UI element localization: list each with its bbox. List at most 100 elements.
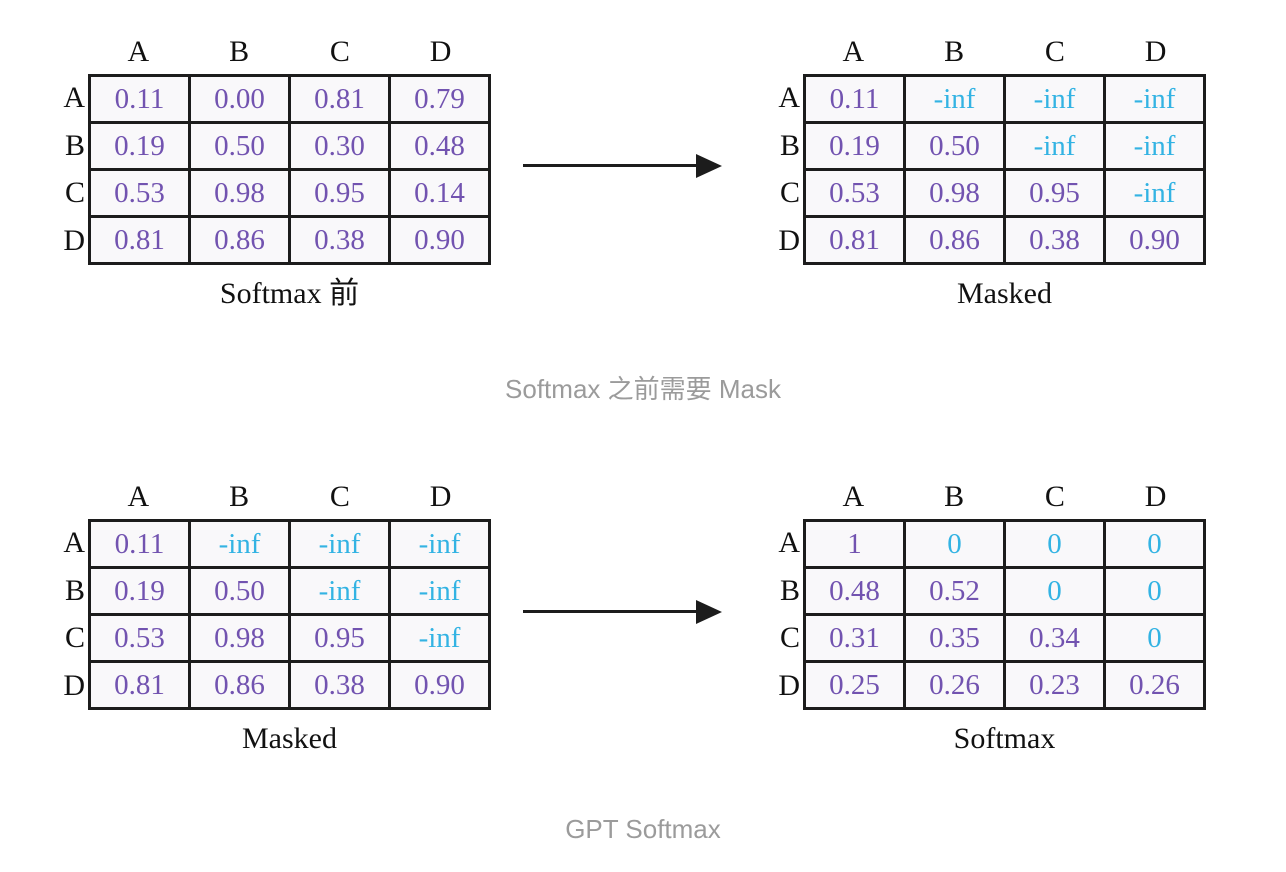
column-header-label: A xyxy=(842,480,865,513)
matrix-cell: 0.11 xyxy=(88,519,191,569)
matrix-cell: 0.86 xyxy=(188,215,291,265)
row-header-label: D xyxy=(778,224,800,258)
column-header-label: C xyxy=(1044,35,1065,68)
matrix-row: 0.11-inf-inf-inf xyxy=(88,519,491,569)
matrix-cell: 0.95 xyxy=(288,168,391,218)
matrix-cell: 0.50 xyxy=(188,121,291,171)
matrix-cell: 0.26 xyxy=(1103,660,1206,710)
row-header-label: A xyxy=(63,525,85,559)
matrix-cell: 0.98 xyxy=(188,168,291,218)
matrix-cell: -inf xyxy=(1003,121,1106,171)
row-header-label: C xyxy=(64,621,85,655)
matrix-row: 0.11-inf-inf-inf xyxy=(803,74,1206,124)
matrix-cell: 0.23 xyxy=(1003,660,1106,710)
matrix-cell: 0.30 xyxy=(288,121,391,171)
arrow-head-icon xyxy=(696,600,722,624)
row-header-label: C xyxy=(779,621,800,655)
column-header-label: A xyxy=(842,35,865,68)
right-arrow-icon xyxy=(523,154,722,178)
matrix-cell: 0.98 xyxy=(188,613,291,663)
matrix-cell: 0.14 xyxy=(388,168,491,218)
row-header-label: C xyxy=(779,176,800,210)
matrix-cell: 0.50 xyxy=(903,121,1006,171)
column-header-label: B xyxy=(944,35,965,68)
arrow-line xyxy=(523,164,701,167)
matrix-cell: -inf xyxy=(288,566,391,616)
matrix-cell: 0.81 xyxy=(803,215,906,265)
row-header-label: D xyxy=(778,669,800,703)
column-header-label: D xyxy=(429,480,452,513)
matrix-cell: 0.26 xyxy=(903,660,1006,710)
matrix-cell: -inf xyxy=(388,613,491,663)
row-header-label: D xyxy=(63,224,85,258)
matrix-caption: Masked xyxy=(957,277,1052,310)
matrix-cell: 0 xyxy=(903,519,1006,569)
matrix-cell: 0.98 xyxy=(903,168,1006,218)
matrix-cell: 0.53 xyxy=(88,613,191,663)
matrix-caption: Softmax 前 xyxy=(219,277,360,310)
matrix-cell: 0.25 xyxy=(803,660,906,710)
column-header-label: B xyxy=(229,35,250,68)
arrow-line xyxy=(523,610,701,613)
matrix-caption: Softmax xyxy=(953,722,1056,755)
matrix-cell: 0 xyxy=(1003,519,1106,569)
matrix-cell: 0.31 xyxy=(803,613,906,663)
row-header-label: A xyxy=(778,80,800,114)
matrix-cell: -inf xyxy=(188,519,291,569)
matrix-cell: 0 xyxy=(1103,566,1206,616)
matrix-cell: -inf xyxy=(388,566,491,616)
matrix-cell: 0.19 xyxy=(803,121,906,171)
matrix-cell: 0.38 xyxy=(288,215,391,265)
matrix-cell: 0 xyxy=(1103,613,1206,663)
matrix-cell: 0.11 xyxy=(803,74,906,124)
column-header-label: B xyxy=(229,480,250,513)
matrix-cell: 0.81 xyxy=(88,215,191,265)
matrix-cell: 0.50 xyxy=(188,566,291,616)
matrix-cell: 0.81 xyxy=(288,74,391,124)
matrix-cell: -inf xyxy=(1103,74,1206,124)
column-header-label: C xyxy=(329,480,350,513)
column-header-label: D xyxy=(1144,480,1167,513)
matrix-cell: 0.79 xyxy=(388,74,491,124)
matrix-cell: 0.53 xyxy=(803,168,906,218)
matrix-cell: 0.48 xyxy=(803,566,906,616)
matrix-cell: -inf xyxy=(288,519,391,569)
matrix-cell: 0.81 xyxy=(88,660,191,710)
annotation-gpt-softmax: GPT Softmax xyxy=(565,814,721,844)
row-header-label: B xyxy=(779,128,800,162)
matrix-cell: -inf xyxy=(903,74,1006,124)
row-header-label: A xyxy=(63,80,85,114)
matrix-cell: 0.11 xyxy=(88,74,191,124)
arrow-head-icon xyxy=(696,154,722,178)
matrix-cell: -inf xyxy=(388,519,491,569)
matrix-cell: 0.90 xyxy=(1103,215,1206,265)
column-header-label: D xyxy=(429,35,452,68)
matrix-cell: 0.38 xyxy=(1003,215,1106,265)
right-arrow-icon xyxy=(523,600,722,624)
column-header-label: C xyxy=(329,35,350,68)
matrix-cell: 0 xyxy=(1003,566,1106,616)
